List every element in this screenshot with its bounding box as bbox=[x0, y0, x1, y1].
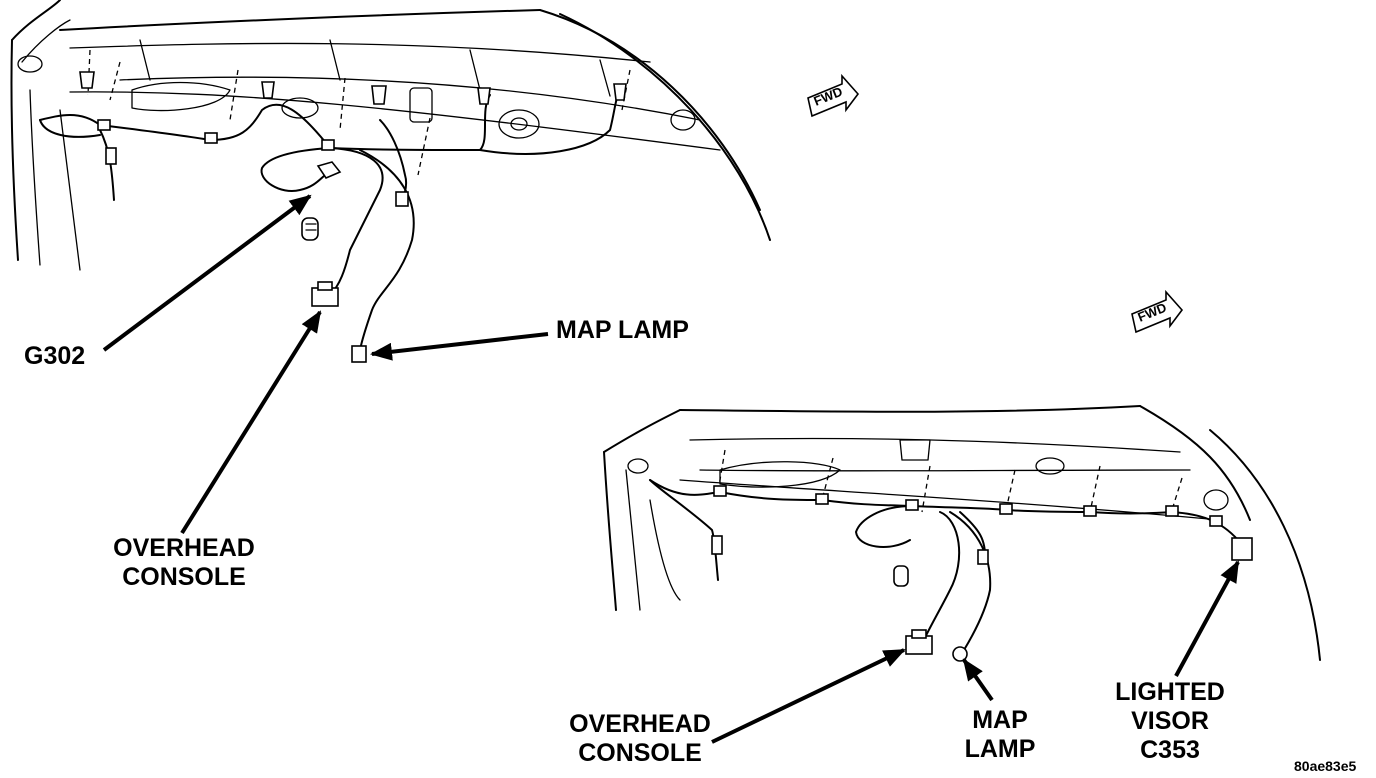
label-overhead-console-bottom: OVERHEAD CONSOLE bbox=[560, 710, 720, 768]
label-line: CONSOLE bbox=[122, 563, 246, 591]
label-map-lamp-top: MAP LAMP bbox=[556, 316, 689, 344]
label-line: OVERHEAD bbox=[569, 710, 711, 738]
bottom-view: FWD bbox=[603, 289, 1321, 744]
label-line: OVERHEAD bbox=[113, 534, 255, 562]
label-line: MAP bbox=[972, 706, 1028, 734]
fwd-arrow-icon: FWD bbox=[807, 73, 860, 118]
label-map-lamp-bottom: MAP LAMP bbox=[950, 706, 1050, 764]
label-g302: G302 bbox=[24, 342, 86, 370]
figure-id: 80ae83e5 bbox=[1294, 758, 1357, 774]
connector-icon bbox=[311, 281, 339, 307]
label-line: CONSOLE bbox=[578, 739, 702, 767]
screw-icon bbox=[301, 217, 319, 241]
label-line: VISOR bbox=[1131, 707, 1209, 735]
top-view: FWD bbox=[10, 0, 860, 535]
fwd-arrow-icon: FWD bbox=[1131, 289, 1184, 334]
label-lighted-visor: LIGHTED VISOR C353 bbox=[1100, 678, 1240, 765]
label-line: LAMP bbox=[964, 735, 1036, 763]
label-line: LIGHTED bbox=[1115, 678, 1225, 706]
label-line: C353 bbox=[1140, 736, 1200, 764]
label-overhead-console-top: OVERHEAD CONSOLE bbox=[104, 534, 264, 592]
pointer-arrow-icon bbox=[102, 194, 312, 352]
